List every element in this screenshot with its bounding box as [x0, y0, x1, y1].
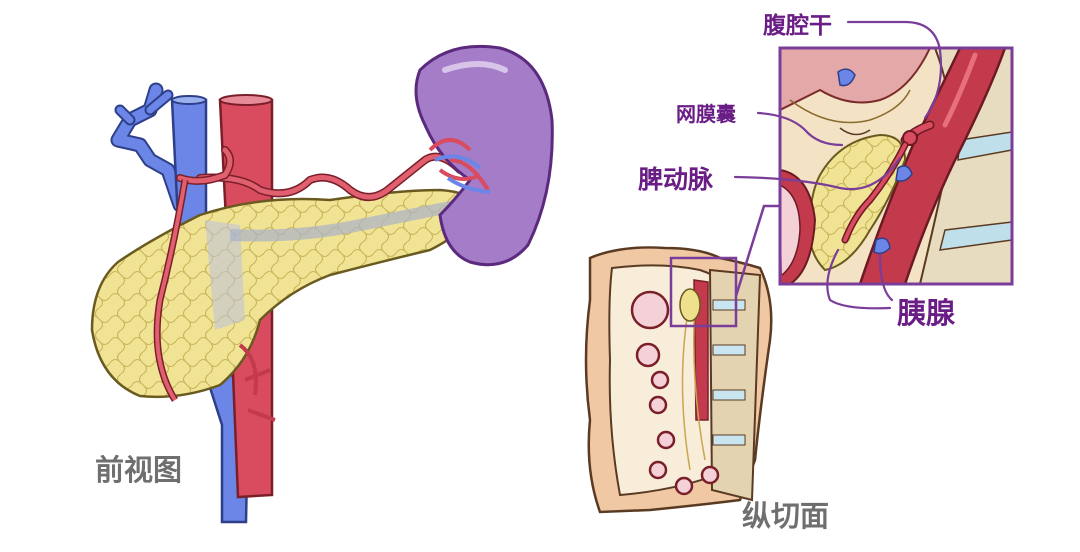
leader-lines	[733, 20, 943, 310]
portal-vein	[110, 82, 188, 213]
caption-sagittal-section: 纵切面	[742, 499, 830, 533]
zoom-inset	[734, 46, 1014, 297]
label-pancreas: 胰腺	[897, 296, 956, 330]
leader-pancreas	[826, 248, 892, 310]
leader-omental-bursa	[756, 111, 844, 147]
label-celiac-trunk: 腹腔干	[763, 13, 832, 39]
leader-splenic-artery	[733, 156, 902, 191]
sagittal-section-illustration	[584, 246, 773, 514]
label-omental-bursa: 网膜囊	[676, 102, 736, 126]
pancreas-front	[90, 188, 480, 399]
spleen	[414, 44, 554, 267]
leader-celiac-trunk	[846, 20, 943, 120]
caption-front-view: 前视图	[95, 453, 183, 487]
front-view-illustration	[90, 44, 554, 524]
label-splenic-artery: 脾动脉	[638, 165, 714, 194]
